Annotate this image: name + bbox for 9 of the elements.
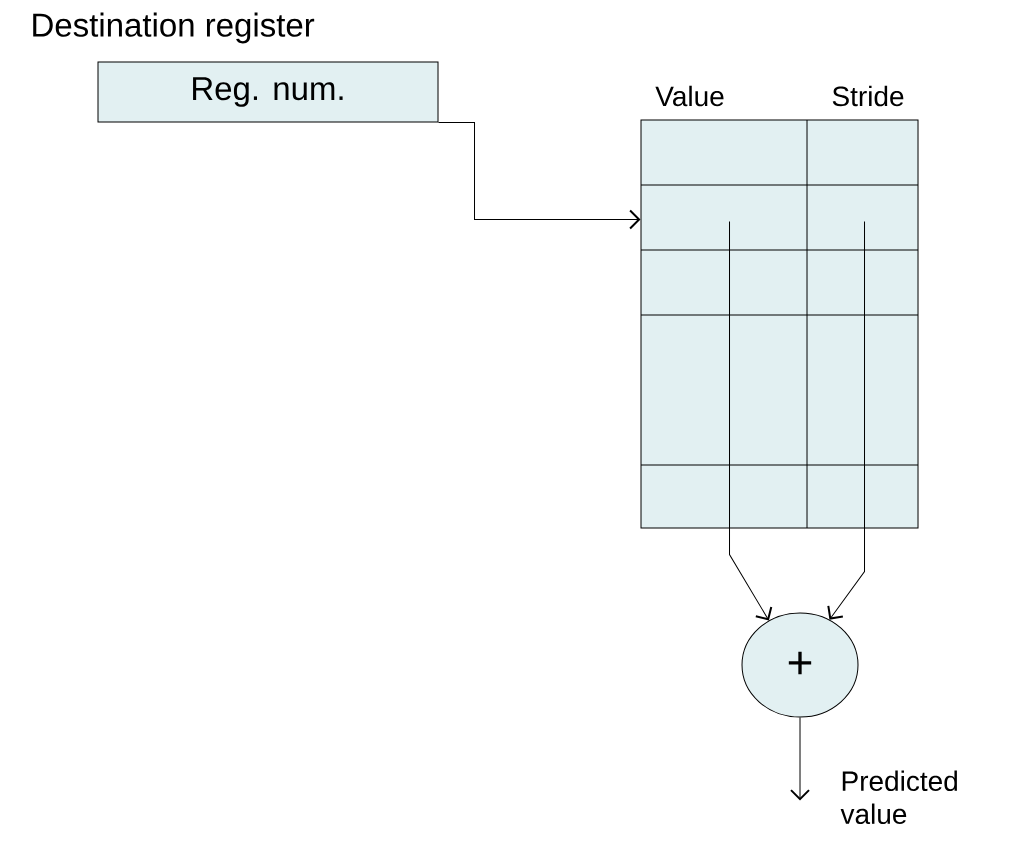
register-heading: Destination register xyxy=(33,12,315,44)
column-heading: Value xyxy=(655,85,724,107)
arrow xyxy=(827,221,865,620)
arrow xyxy=(790,717,810,801)
arrow xyxy=(438,122,641,230)
output-label: Predicted value xyxy=(840,770,957,825)
column-heading: Stride xyxy=(832,85,904,107)
register-box: Reg. num. xyxy=(97,61,439,123)
arrow xyxy=(729,221,773,621)
